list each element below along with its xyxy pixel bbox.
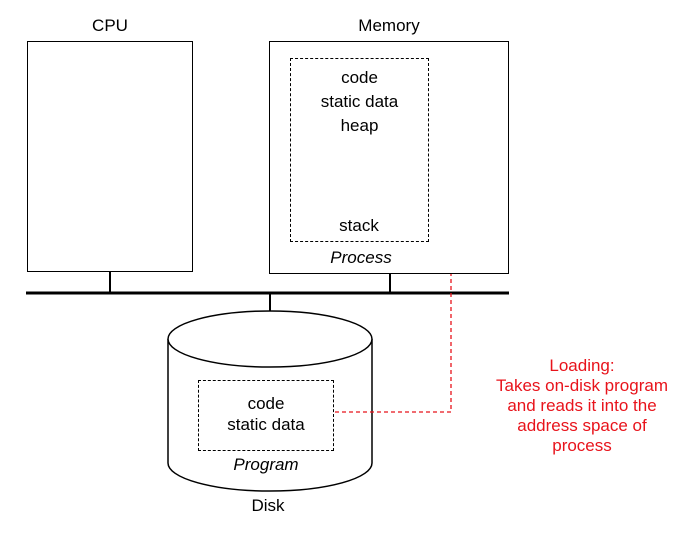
program-code-label: code: [247, 394, 285, 413]
loading-description-line: process: [552, 436, 612, 455]
loading-title: Loading:: [549, 356, 615, 375]
disk-cylinder: [167, 310, 373, 492]
process-stack-label: stack: [339, 216, 379, 235]
cpu-title: CPU: [92, 16, 128, 35]
loading-description-line: address space of: [517, 416, 647, 435]
program-static-data-label: static data: [227, 415, 305, 434]
loading-description-line: and reads it into the: [507, 396, 657, 415]
process-address-space: [290, 58, 429, 242]
program-image: [198, 380, 334, 451]
loading-annotation: Loading: Takes on-disk program and reads…: [496, 356, 668, 456]
cpu-box: [27, 41, 193, 272]
process-segments: code static data heap: [290, 66, 429, 138]
memory-title: Memory: [358, 16, 420, 35]
process-code-label: code: [341, 68, 378, 87]
program-segments: code static data: [198, 393, 334, 435]
disk-title: Disk: [251, 496, 285, 515]
process-heap-label: heap: [340, 116, 379, 135]
process-static-data-label: static data: [320, 92, 399, 111]
loading-description-line: Takes on-disk program: [496, 376, 668, 395]
memory-box: [269, 41, 509, 274]
program-label: Program: [233, 455, 299, 474]
process-label: Process: [330, 248, 392, 267]
